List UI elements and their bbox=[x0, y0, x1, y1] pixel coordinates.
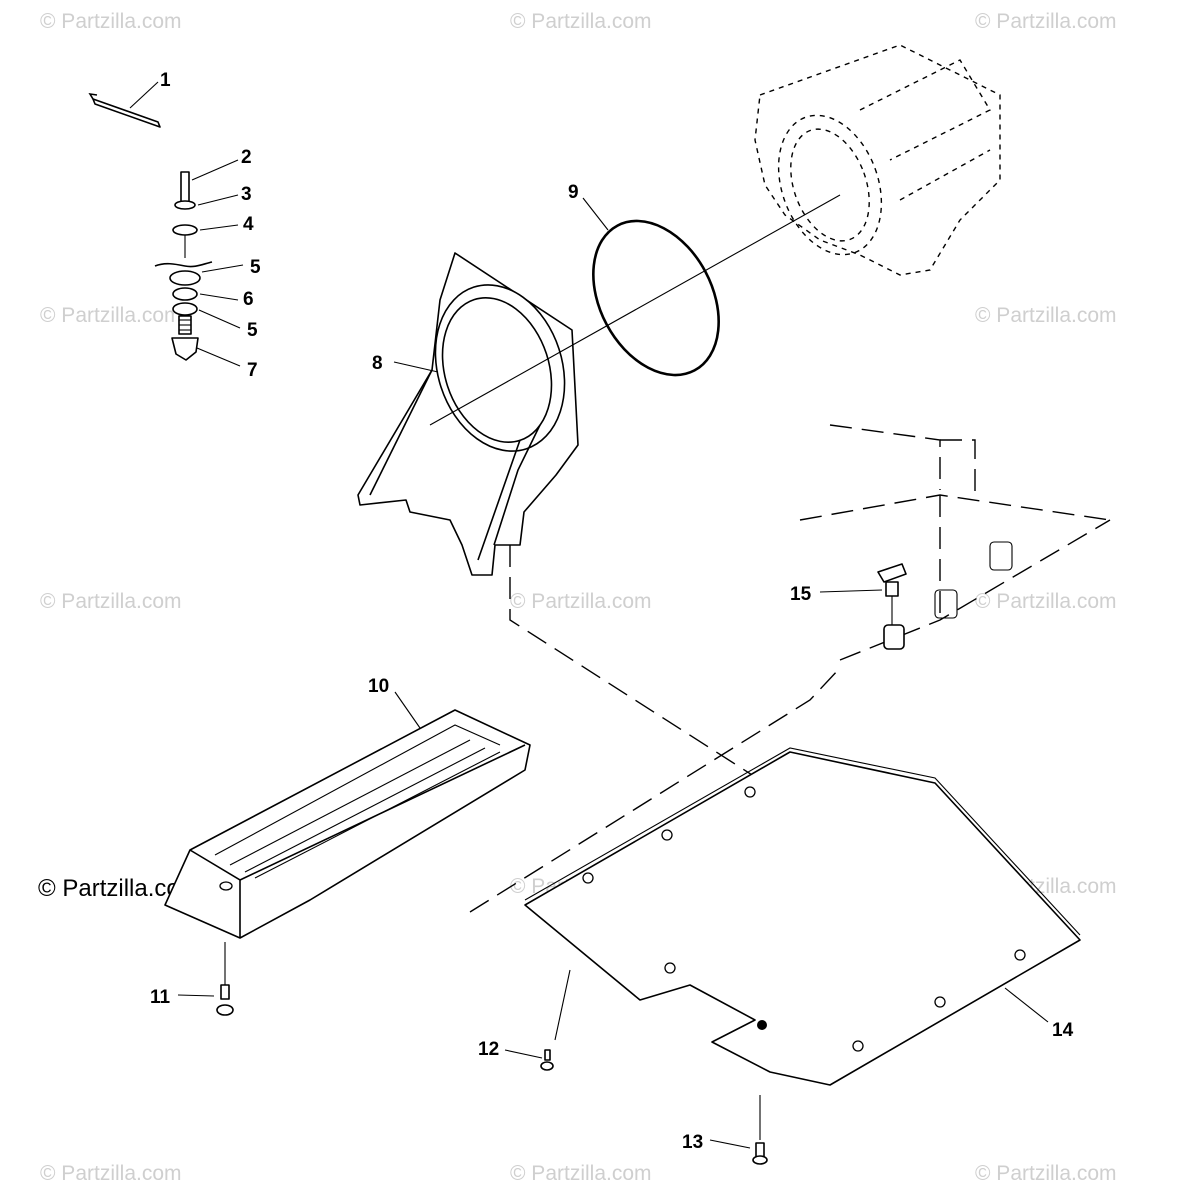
part-10-intake-grate bbox=[164, 709, 531, 939]
assembly-path-line bbox=[469, 667, 841, 913]
part-8-pump-shroud bbox=[357, 252, 579, 576]
part-1-cable-tie bbox=[88, 92, 161, 128]
callout-11: 11 bbox=[150, 987, 171, 1008]
watermark: © Partzilla.com bbox=[510, 10, 652, 33]
watermark: © Partzilla.com bbox=[40, 10, 182, 33]
callout-10: 10 bbox=[368, 676, 389, 697]
watermark: © Partzilla.com bbox=[975, 1162, 1117, 1185]
part-11-screw bbox=[216, 942, 234, 1016]
part-12-screw bbox=[540, 969, 571, 1071]
part-2-7-fastener-stack bbox=[154, 171, 213, 361]
callout-2: 2 bbox=[241, 147, 252, 168]
callout-labels: 1 2 3 4 5 6 5 7 8 9 10 11 12 13 14 15 bbox=[150, 70, 1074, 1153]
watermark: © Partzilla.com bbox=[975, 590, 1117, 613]
callout-5: 5 bbox=[250, 257, 261, 278]
part-9-o-ring bbox=[592, 219, 720, 377]
watermark: © Partzilla.com bbox=[510, 1162, 652, 1185]
watermark: © Partzilla.com bbox=[975, 10, 1117, 33]
callout-12: 12 bbox=[478, 1039, 499, 1060]
watermark: © Partzilla.com bbox=[40, 590, 182, 613]
jet-pump-outline bbox=[754, 44, 1001, 276]
hull-floor-outline bbox=[799, 424, 1111, 661]
part-15-drain-plug bbox=[877, 563, 907, 650]
watermark: © Partzilla.com bbox=[510, 590, 652, 613]
part-14-pump-plate bbox=[524, 747, 1081, 1086]
alignment-axis bbox=[429, 194, 841, 426]
callout-3: 3 bbox=[241, 184, 252, 205]
callout-15: 15 bbox=[790, 584, 812, 605]
watermark: © Partzilla.com bbox=[40, 304, 182, 327]
callout-7: 7 bbox=[247, 360, 258, 381]
part-13-screw bbox=[752, 1095, 768, 1165]
callout-14: 14 bbox=[1052, 1020, 1074, 1041]
callout-8: 8 bbox=[372, 353, 383, 374]
watermark: © Partzilla.com bbox=[975, 304, 1117, 327]
callout-4: 4 bbox=[243, 214, 254, 235]
leader-lines bbox=[129, 81, 1049, 1149]
callout-5: 5 bbox=[247, 320, 258, 341]
callout-1: 1 bbox=[160, 70, 171, 91]
callout-13: 13 bbox=[682, 1132, 703, 1153]
watermark: © Partzilla.com bbox=[40, 1162, 182, 1185]
callout-9: 9 bbox=[568, 182, 579, 203]
callout-6: 6 bbox=[243, 289, 254, 310]
